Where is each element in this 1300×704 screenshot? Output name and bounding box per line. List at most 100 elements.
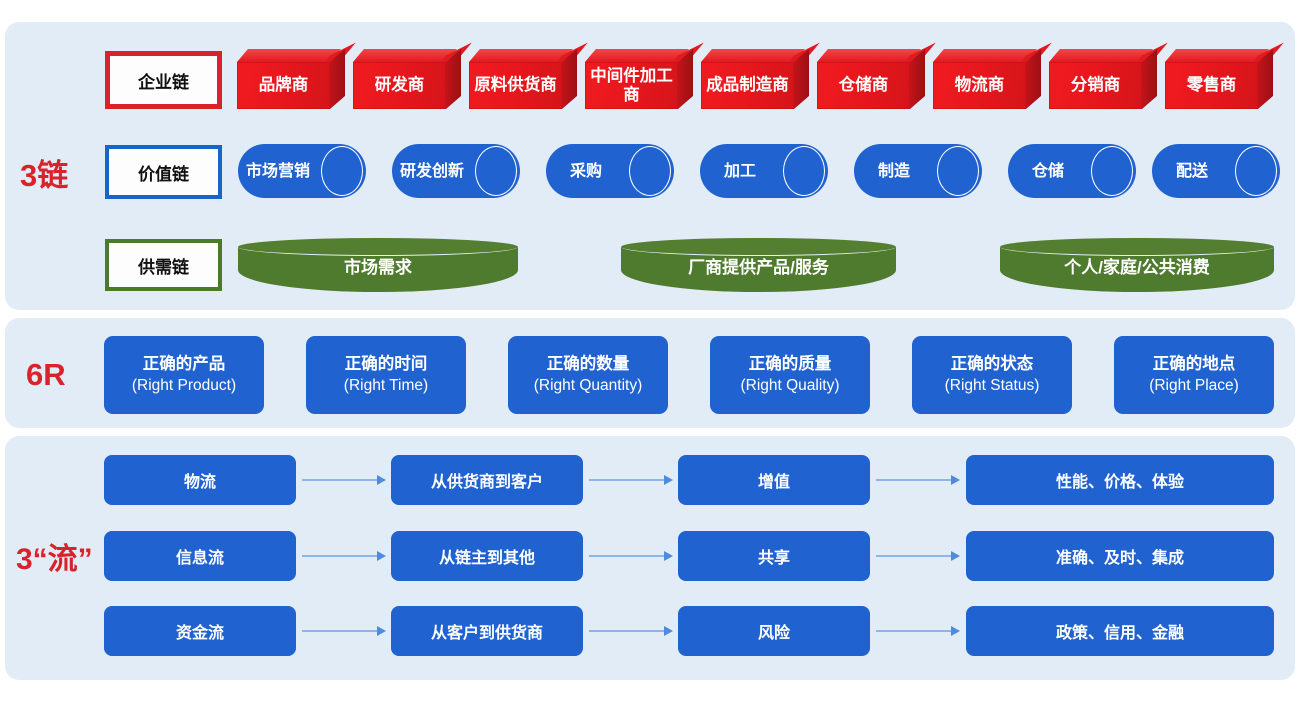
cylinder-label: 仓储 <box>1031 162 1064 180</box>
enterprise-node-logistics[interactable]: 物流商 <box>933 42 1052 109</box>
six-r-card-right-product[interactable]: 正确的产品 (Right Product) <box>104 336 264 414</box>
cube-front-face: 原料供货商 <box>469 62 562 109</box>
flow-arrow-information-1 <box>302 551 386 561</box>
flow-arrow-information-3 <box>876 551 960 561</box>
arrow-line <box>876 630 952 632</box>
six-r-card-en: (Right Quality) <box>740 377 840 394</box>
disc-label: 厂商提供产品/服务 <box>688 257 829 277</box>
flow-direction-information[interactable]: 从链主到其他 <box>391 531 583 581</box>
arrow-line <box>589 630 665 632</box>
flow-name-information[interactable]: 信息流 <box>104 531 296 581</box>
supply-node-market-demand[interactable]: 市场需求 <box>238 238 518 292</box>
value-node-rnd-innovation[interactable]: 研发创新 <box>392 144 520 198</box>
arrow-head-icon <box>951 626 960 636</box>
arrow-head-icon <box>377 626 386 636</box>
six-r-card-right-status[interactable]: 正确的状态 (Right Status) <box>912 336 1072 414</box>
arrow-line <box>302 630 378 632</box>
cylinder-end-cap <box>321 146 363 196</box>
value-node-delivery[interactable]: 配送 <box>1152 144 1280 198</box>
six-r-card-cn: 正确的产品 <box>142 355 226 373</box>
cylinder-end-cap <box>937 146 979 196</box>
flow-arrow-information-2 <box>589 551 673 561</box>
cylinder-end-cap <box>475 146 517 196</box>
cylinder-label: 加工 <box>723 162 756 180</box>
arrow-head-icon <box>664 551 673 561</box>
row-title-supply-demand-chain[interactable]: 供需链 <box>105 239 222 291</box>
cylinder-label: 制造 <box>877 162 910 180</box>
six-r-card-right-place[interactable]: 正确的地点 (Right Place) <box>1114 336 1274 414</box>
enterprise-node-retailer[interactable]: 零售商 <box>1165 42 1284 109</box>
value-node-storage[interactable]: 仓储 <box>1008 144 1136 198</box>
enterprise-node-distributor[interactable]: 分销商 <box>1049 42 1168 109</box>
value-node-processing[interactable]: 加工 <box>700 144 828 198</box>
cylinder-label: 市场营销 <box>245 162 310 180</box>
cube-front-face: 物流商 <box>933 62 1026 109</box>
section-label-three-flows: 3“流” <box>16 543 93 576</box>
value-node-marketing[interactable]: 市场营销 <box>238 144 366 198</box>
flow-arrow-capital-3 <box>876 626 960 636</box>
flow-arrow-logistics-1 <box>302 475 386 485</box>
row-title-enterprise-chain[interactable]: 企业链 <box>105 51 222 109</box>
flow-effect-information[interactable]: 共享 <box>678 531 870 581</box>
cube-front-face: 分销商 <box>1049 62 1142 109</box>
arrow-line <box>876 479 952 481</box>
six-r-card-en: (Right Status) <box>944 377 1040 394</box>
cube-front-face: 成品制造商 <box>701 62 794 109</box>
cube-front-face: 中间件加工商 <box>585 62 678 109</box>
arrow-line <box>876 555 952 557</box>
arrow-head-icon <box>664 475 673 485</box>
flow-effect-logistics[interactable]: 增值 <box>678 455 870 505</box>
arrow-head-icon <box>377 551 386 561</box>
flow-arrow-logistics-3 <box>876 475 960 485</box>
six-r-card-cn: 正确的数量 <box>546 355 630 373</box>
cylinder-end-cap <box>783 146 825 196</box>
enterprise-node-brand[interactable]: 品牌商 <box>237 42 356 109</box>
value-node-procurement[interactable]: 采购 <box>546 144 674 198</box>
cylinder-label: 研发创新 <box>399 162 464 180</box>
six-r-card-right-quality[interactable]: 正确的质量 (Right Quality) <box>710 336 870 414</box>
arrow-head-icon <box>377 475 386 485</box>
six-r-card-en: (Right Product) <box>131 377 237 394</box>
six-r-card-en: (Right Time) <box>343 377 429 394</box>
section-label-six-r: 6R <box>26 357 66 392</box>
arrow-head-icon <box>664 626 673 636</box>
cylinder-end-cap <box>1091 146 1133 196</box>
supply-node-consumption[interactable]: 个人/家庭/公共消费 <box>1000 238 1274 292</box>
enterprise-node-intermediate-processor[interactable]: 中间件加工商 <box>585 42 704 109</box>
flow-arrow-capital-2 <box>589 626 673 636</box>
flow-arrow-logistics-2 <box>589 475 673 485</box>
supply-node-vendor-offering[interactable]: 厂商提供产品/服务 <box>621 238 896 292</box>
six-r-card-cn: 正确的地点 <box>1152 355 1236 373</box>
enterprise-node-raw-material-supplier[interactable]: 原料供货商 <box>469 42 588 109</box>
flow-name-capital[interactable]: 资金流 <box>104 606 296 656</box>
disc-label: 个人/家庭/公共消费 <box>1064 257 1210 277</box>
flow-attributes-information[interactable]: 准确、及时、集成 <box>966 531 1274 581</box>
flow-arrow-capital-1 <box>302 626 386 636</box>
enterprise-node-finished-goods-manufacturer[interactable]: 成品制造商 <box>701 42 820 109</box>
six-r-card-right-quantity[interactable]: 正确的数量 (Right Quantity) <box>508 336 668 414</box>
enterprise-node-rnd[interactable]: 研发商 <box>353 42 472 109</box>
cube-front-face: 品牌商 <box>237 62 330 109</box>
flow-direction-logistics[interactable]: 从供货商到客户 <box>391 455 583 505</box>
six-r-card-right-time[interactable]: 正确的时间 (Right Time) <box>306 336 466 414</box>
flow-effect-capital[interactable]: 风险 <box>678 606 870 656</box>
enterprise-node-warehousing[interactable]: 仓储商 <box>817 42 936 109</box>
six-r-card-en: (Right Quantity) <box>533 377 643 394</box>
arrow-head-icon <box>951 551 960 561</box>
section-label-three-chains: 3链 <box>20 158 69 193</box>
six-r-card-cn: 正确的质量 <box>748 355 832 373</box>
value-node-manufacturing[interactable]: 制造 <box>854 144 982 198</box>
flow-name-logistics[interactable]: 物流 <box>104 455 296 505</box>
flow-direction-capital[interactable]: 从客户到供货商 <box>391 606 583 656</box>
cube-front-face: 零售商 <box>1165 62 1258 109</box>
row-title-value-chain[interactable]: 价值链 <box>105 145 222 199</box>
disc-top-face <box>621 238 896 256</box>
arrow-line <box>589 479 665 481</box>
disc-label: 市场需求 <box>344 257 412 277</box>
flow-attributes-capital[interactable]: 政策、信用、金融 <box>966 606 1274 656</box>
disc-top-face <box>1000 238 1274 256</box>
flow-attributes-logistics[interactable]: 性能、价格、体验 <box>966 455 1274 505</box>
disc-top-face <box>238 238 518 256</box>
arrow-head-icon <box>951 475 960 485</box>
